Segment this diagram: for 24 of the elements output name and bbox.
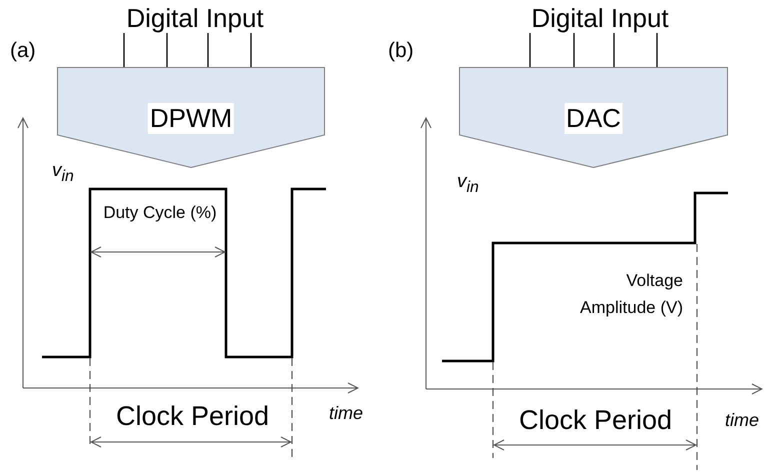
- amplitude-label: Voltage Amplitude (V): [579, 270, 683, 319]
- input-line: [166, 33, 168, 67]
- converter-block: [57, 67, 325, 168]
- input-label: Digital Input: [120, 3, 270, 33]
- input-line: [573, 33, 575, 67]
- input-label: Digital Input: [525, 3, 675, 33]
- input-line: [123, 33, 125, 67]
- converter-block: [459, 67, 728, 168]
- panel-letter: (b): [388, 38, 415, 64]
- block-label: DAC: [564, 103, 623, 134]
- dimension-label: Clock Period: [114, 400, 270, 432]
- input-line: [529, 33, 531, 67]
- input-line: [250, 33, 252, 67]
- input-line: [613, 33, 615, 67]
- dimension-label: Duty Cycle (%): [102, 202, 218, 224]
- axis-label: time: [725, 410, 760, 432]
- block-label: DPWM: [148, 103, 234, 134]
- panel-letter: (a): [10, 38, 37, 64]
- axis-label: v$_{in}$: [457, 171, 480, 198]
- dimension-label: Clock Period: [518, 404, 674, 436]
- input-line: [207, 33, 209, 67]
- input-line: [656, 33, 658, 67]
- axis-label: v$_{in}$: [52, 160, 75, 187]
- axis-label: time: [329, 403, 364, 425]
